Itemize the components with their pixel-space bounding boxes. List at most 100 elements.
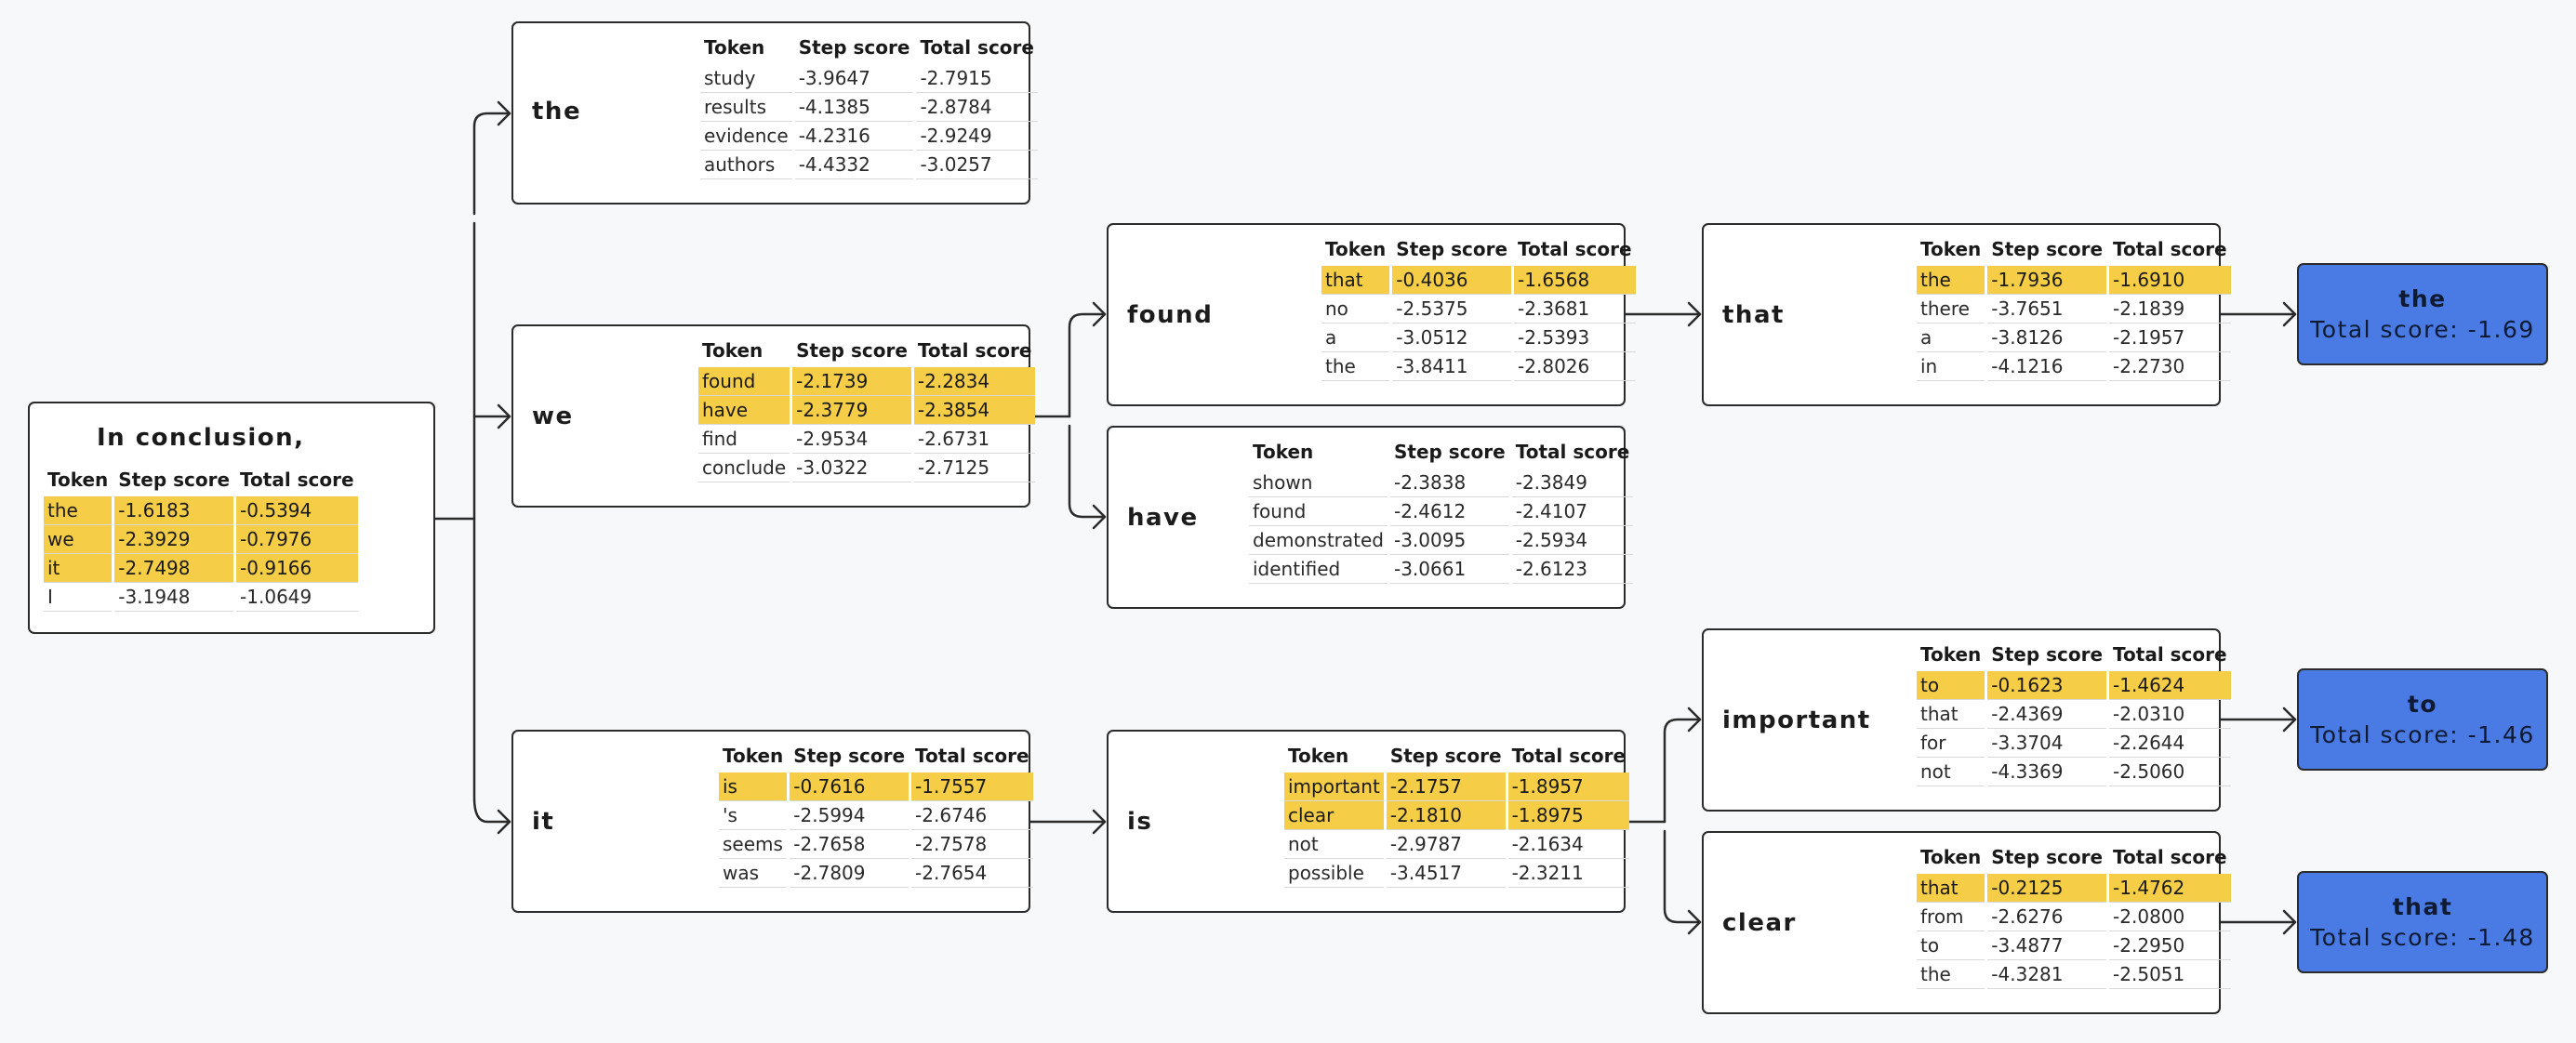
table-row: in-4.1216-2.2730 [1917,352,2231,381]
token-cell: find [698,425,790,454]
total-score-cell: -2.6123 [1511,555,1634,584]
col-step-score-header: Step score [1991,238,2104,260]
col-total-score-header: Total score [920,36,1034,59]
col-token-header: Token [1325,238,1387,260]
final-total-score: Total score: -1.46 [2310,721,2535,748]
table-row: the-1.6183-0.5394 [44,496,358,525]
table-row: possible-3.4517-2.3211 [1284,859,1630,888]
arrow-final-1 [2282,301,2297,327]
token-cell: found [1249,497,1388,526]
total-score-cell: -0.5394 [236,496,358,525]
arrow-it [497,809,511,835]
total-score-cell: -2.1634 [1507,830,1630,859]
token-cell: the [1321,352,1390,381]
final-token: the [2398,285,2447,312]
table-row: 's-2.5994-2.6746 [719,801,1033,830]
step-score-cell: -0.2125 [1987,874,2107,903]
col-token-header: Token [704,36,765,59]
total-score-cell: -2.2644 [2109,729,2231,758]
total-score-cell: -1.6910 [2109,266,2231,295]
step-score-cell: -4.4332 [794,151,914,179]
arrow-have [1092,504,1107,530]
token-cell: it [44,554,113,583]
total-score-cell: -2.3854 [913,396,1036,425]
total-score-cell: -0.9166 [236,554,358,583]
total-score-cell: -2.9249 [916,122,1038,151]
token-cell: that [1917,700,1985,729]
total-score-cell: -2.2730 [2109,352,2231,381]
col-step-score-header: Step score [118,469,231,491]
token-cell: no [1321,295,1390,323]
step-score-cell: -4.3369 [1987,758,2107,786]
total-score-cell: -2.0800 [2109,903,2231,931]
token-cell: study [700,64,792,93]
step-score-cell: -2.9534 [792,425,911,454]
node-label: important [1722,706,1871,734]
total-score-cell: -1.8975 [1507,801,1630,830]
token-cell: results [700,93,792,122]
col-token-header: Token [702,339,764,362]
token-cell: identified [1249,555,1388,584]
arrow-found [1092,301,1107,327]
total-score-cell: -2.2950 [2109,931,2231,960]
table-row: was-2.7809-2.7654 [719,859,1033,888]
total-score-cell: -1.6568 [1514,266,1636,295]
table-row: no-2.5375-2.3681 [1321,295,1636,323]
final-token: to [2407,691,2438,718]
col-token-header: Token [723,745,784,767]
step-score-cell: -2.9787 [1386,830,1506,859]
col-token-header: Token [1920,643,1982,666]
table-row: evidence-4.2316-2.9249 [700,122,1038,151]
total-score-cell: -2.6746 [911,801,1033,830]
arrow-important [1687,706,1702,733]
col-step-score-header: Step score [1396,238,1508,260]
table-row: find-2.9534-2.6731 [698,425,1036,454]
table-row: the-4.3281-2.5051 [1917,960,2231,989]
total-score-cell: -1.4624 [2109,671,2231,700]
col-token-header: Token [1920,846,1982,868]
node-label: the [532,98,582,125]
table-row: to-0.1623-1.4624 [1917,671,2231,700]
table-row: the-3.8411-2.8026 [1321,352,1636,381]
step-score-cell: -2.1757 [1386,772,1506,801]
node-label: that [1722,301,1785,329]
total-score-cell: -2.7125 [913,454,1036,482]
step-score-cell: -3.7651 [1987,295,2107,323]
col-step-score-header: Step score [796,339,908,362]
token-cell: a [1321,323,1390,352]
node-label: we [532,403,574,430]
token-cell: the [1917,266,1985,295]
total-score-cell: -2.5051 [2109,960,2231,989]
token-cell: found [698,367,790,396]
token-cell: shown [1249,469,1388,497]
token-cell: demonstrated [1249,526,1388,555]
table-row: the-1.7936-1.6910 [1917,266,2231,295]
final-total-score: Total score: -1.48 [2310,924,2535,951]
token-cell: the [1917,960,1985,989]
token-cell: 's [719,801,788,830]
table-row: study-3.9647-2.7915 [700,64,1038,93]
total-score-cell: -2.7578 [911,830,1033,859]
step-score-cell: -2.3838 [1389,469,1509,497]
total-score-cell: -2.3849 [1511,469,1634,497]
total-score-cell: -0.7976 [236,525,358,554]
token-cell: I [44,583,113,612]
table-row: results-4.1385-2.8784 [700,93,1038,122]
step-score-cell: -2.4369 [1987,700,2107,729]
arrow-final-2 [2282,706,2297,733]
token-cell: important [1284,772,1384,801]
token-cell: authors [700,151,792,179]
total-score-cell: -1.8957 [1507,772,1630,801]
final-output-the: the Total score: -1.69 [2297,263,2548,365]
